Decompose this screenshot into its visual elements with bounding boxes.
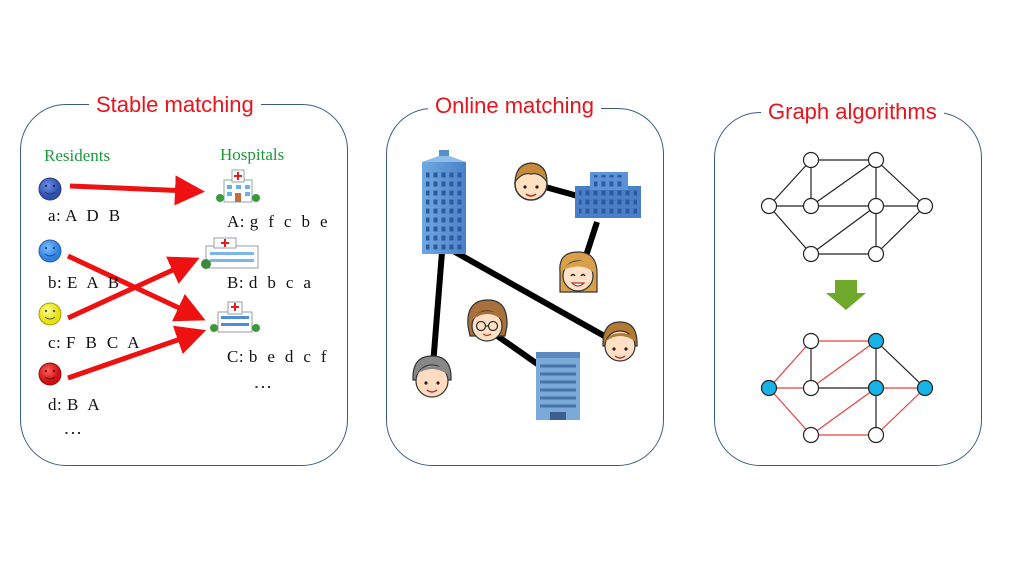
graph-node <box>916 197 934 215</box>
stable-matching-panel <box>20 104 348 466</box>
graph-node <box>802 332 820 350</box>
graph-node <box>867 151 885 169</box>
small-building-icon <box>536 352 580 420</box>
office-building-icon <box>575 172 641 218</box>
down-arrow-icon <box>826 280 866 310</box>
elder-face-icon <box>412 355 452 398</box>
hospital-a-prefs: A: g f c b e <box>227 212 329 231</box>
residents-heading: Residents <box>44 146 111 165</box>
hospitals-ellipsis: ⋮ <box>253 378 273 398</box>
glasses-person-face-icon <box>467 299 508 342</box>
match-arrow-c-B <box>66 256 200 321</box>
graph-node <box>802 245 820 263</box>
graph-node <box>867 245 885 263</box>
residents-ellipsis: ⋮ <box>63 424 83 444</box>
match-arrow-b-C <box>66 253 206 322</box>
hospital-c-prefs: C: b e d c f <box>227 347 328 366</box>
hospital-b-prefs: B: d b c a <box>227 273 312 292</box>
resident-d-face-icon <box>38 362 62 386</box>
resident-a-prefs: a: A D B <box>48 206 121 225</box>
online-matching-title: Online matching <box>428 93 601 119</box>
resident-c-prefs: c: F B C A <box>48 333 141 352</box>
graph-node-highlighted <box>916 379 934 397</box>
graph-node <box>802 379 820 397</box>
resident-c-face-icon <box>38 302 62 326</box>
girl-face-icon <box>602 321 638 362</box>
hospital-a-icon <box>216 169 260 203</box>
woman-face-icon <box>559 251 598 293</box>
tower-building-icon <box>422 150 466 254</box>
hospitals-heading: Hospitals <box>220 145 285 164</box>
match-arrow-d-C <box>67 325 207 381</box>
graph-node <box>867 197 885 215</box>
resident-d-prefs: d: B A <box>48 395 101 414</box>
resident-b-prefs: b: E A B <box>48 273 120 292</box>
boy-face-icon <box>514 162 548 201</box>
online-edge-tower-girl <box>446 245 617 345</box>
graph-algorithms-title: Graph algorithms <box>761 99 944 125</box>
graph-node <box>867 426 885 444</box>
match-arrow-a-A <box>69 175 205 206</box>
graph-node-highlighted <box>867 332 885 350</box>
graph-node <box>760 197 778 215</box>
input-graph <box>760 151 934 263</box>
result-graph <box>760 332 934 444</box>
hospital-b-icon <box>201 237 259 269</box>
graph-node <box>802 151 820 169</box>
graph-node <box>802 197 820 215</box>
resident-a-face-icon <box>38 177 62 201</box>
resident-b-face-icon <box>38 239 62 263</box>
graph-node-highlighted <box>867 379 885 397</box>
graph-node <box>802 426 820 444</box>
stable-matching-title: Stable matching <box>89 92 261 118</box>
graph-node-highlighted <box>760 379 778 397</box>
hospital-c-icon <box>210 301 260 333</box>
